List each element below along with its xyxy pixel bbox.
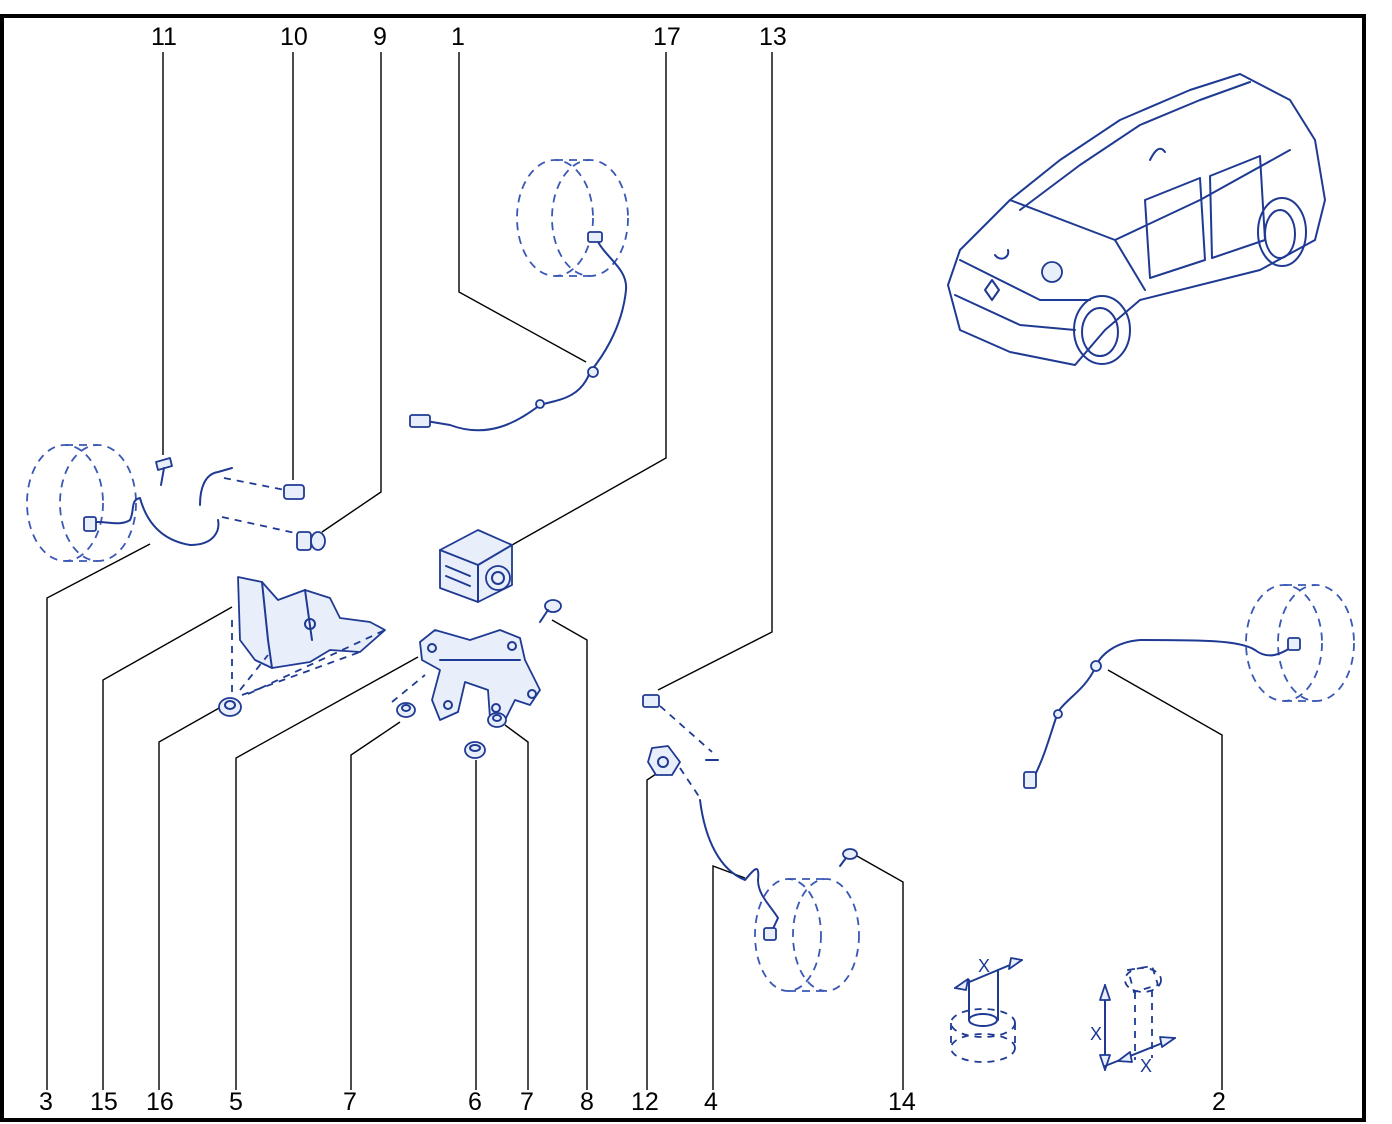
callout-7a: 7 (343, 1088, 357, 1116)
callout-8: 8 (580, 1088, 594, 1116)
nut-7-left (396, 702, 416, 718)
callout-10: 10 (280, 23, 308, 51)
arrow-12 (679, 767, 701, 799)
sensor-cable-1 (409, 231, 628, 432)
nut-7-right (487, 712, 507, 728)
wheel-right (1245, 584, 1355, 702)
callout-7b: 7 (520, 1088, 534, 1116)
wheel-top (516, 159, 629, 277)
shield-15 (237, 576, 386, 669)
bracket-5 (419, 629, 541, 721)
callout-16: 16 (146, 1088, 174, 1116)
callout-4: 4 (704, 1088, 718, 1116)
sensor-cable-3 (83, 467, 233, 546)
callout-2: 2 (1212, 1088, 1226, 1116)
callout-1: 1 (451, 23, 465, 51)
arrow-9 (221, 516, 301, 535)
callout-12: 12 (631, 1088, 659, 1116)
sensor-cable-2 (1023, 637, 1301, 789)
diagram-frame (0, 14, 1366, 1122)
dimension-label-bolt-diameter: X (1140, 1056, 1152, 1076)
abs-unit-17 (439, 529, 513, 603)
callout-3: 3 (39, 1088, 53, 1116)
dimension-label-bolt-length: X (1090, 1024, 1102, 1044)
grommet-12 (647, 745, 681, 776)
callout-15: 15 (90, 1088, 118, 1116)
clip-13 (642, 694, 660, 708)
wheel-left (26, 444, 137, 562)
clip-10 (283, 484, 305, 500)
callout-6: 6 (468, 1088, 482, 1116)
car-illustration (947, 73, 1326, 366)
nut-6 (464, 741, 486, 759)
arrow-13 (659, 705, 713, 753)
callout-14: 14 (888, 1088, 916, 1116)
sensor-cable-4 (699, 799, 779, 941)
bolt-14 (839, 848, 858, 867)
nut-16 (218, 697, 242, 717)
bolt-8 (539, 599, 562, 623)
callout-9: 9 (373, 23, 387, 51)
callout-13: 13 (759, 23, 787, 51)
arrow-7-left (391, 674, 426, 703)
dimension-label-nut: X (978, 956, 990, 976)
grommet-9 (296, 531, 326, 551)
dimension-bolt: X X (1090, 964, 1176, 1076)
callout-11: 11 (151, 23, 177, 51)
fixing-arrows-15 (231, 620, 386, 696)
arrow-10 (223, 477, 286, 491)
callout-17: 17 (653, 23, 681, 51)
bolt-11 (155, 457, 173, 486)
dimension-nut: X (950, 956, 1023, 1063)
callout-5: 5 (229, 1088, 243, 1116)
leader-lines (46, 52, 1223, 1090)
wheel-rear-right (754, 878, 860, 992)
